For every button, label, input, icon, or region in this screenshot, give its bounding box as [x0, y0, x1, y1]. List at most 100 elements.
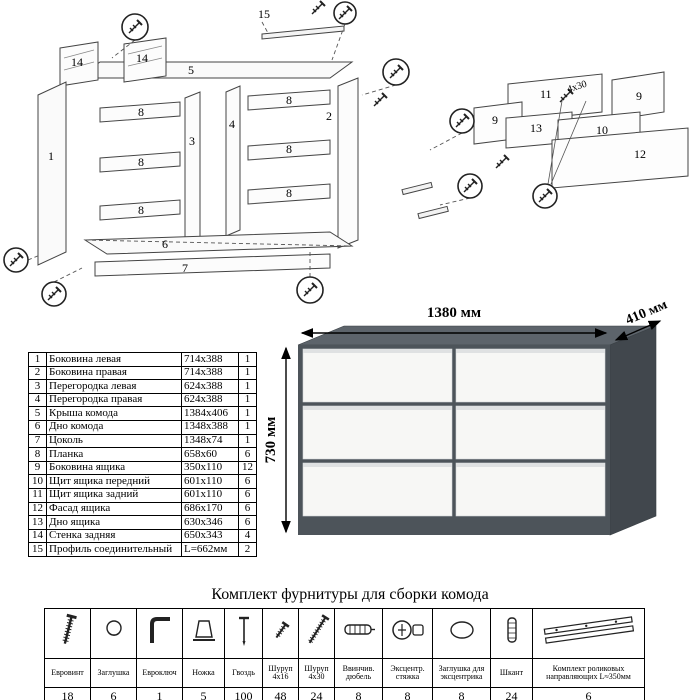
hexkey-icon	[149, 617, 170, 643]
part-label: 11	[540, 87, 552, 101]
hw-icon-cell	[224, 608, 263, 659]
part-size: 601x110	[181, 487, 239, 503]
hw-qty: 48	[262, 687, 299, 700]
hw-icon-cell	[298, 608, 335, 659]
hw-icon-cell	[44, 608, 91, 659]
cam-cover-icon	[449, 621, 474, 639]
part-qty: 1	[238, 433, 257, 449]
exploded-diagram: 15 14 14 5 1 8 3 4 2 8 8 8 8 8 6 7 11 9 …	[3, 0, 689, 307]
part-size: 658x60	[181, 447, 239, 462]
hw-icon-cell	[334, 608, 383, 659]
hw-name: Шкант	[490, 658, 533, 688]
part-label: 9	[636, 89, 642, 103]
dimensions	[281, 320, 662, 534]
drawer-front	[302, 462, 453, 517]
part-num: 7	[28, 433, 47, 449]
hw-icon-cell	[136, 608, 183, 659]
part-size: 601x110	[181, 474, 239, 489]
nail-icon	[238, 616, 249, 646]
part-name: Планка	[46, 447, 182, 462]
part-label: 8	[286, 93, 292, 107]
part-label: 10	[596, 123, 608, 137]
carcass-panels	[37, 25, 359, 277]
part-name: Щит ящика передний	[46, 474, 182, 489]
part-num: 8	[28, 447, 47, 462]
drawer-front	[302, 348, 453, 403]
eccentric-cam-icon	[391, 620, 424, 640]
part-name: Крыша комода	[46, 406, 182, 421]
part-num: 5	[28, 406, 47, 421]
part-label: 8	[138, 203, 144, 217]
hw-name: Комплект роликовых направляющих L≈350мм	[532, 658, 645, 688]
depth-dimension: 410 мм	[624, 300, 670, 328]
hw-qty: 8	[334, 687, 383, 700]
part-size: 714x388	[181, 365, 239, 381]
hw-name: Эксцентр. стяжка	[382, 658, 433, 688]
hw-name: Ножка	[182, 658, 225, 688]
part-label: 1	[48, 149, 54, 163]
part-label: 7	[182, 261, 188, 275]
part-size: 624x388	[181, 392, 239, 408]
roller-guide-parts	[401, 181, 449, 220]
part-label: 2	[326, 109, 332, 123]
part-label: 4	[229, 117, 235, 131]
part-label: 5	[188, 63, 194, 77]
part-qty: 1	[238, 419, 257, 435]
hw-name: Шуруп 4x30	[298, 658, 335, 688]
screw-dowel-icon	[343, 624, 375, 635]
dresser-drawers	[302, 348, 606, 517]
screw-4x16-icon	[275, 621, 290, 639]
part-label: 6	[162, 237, 168, 251]
part-name: Дно ящика	[46, 515, 182, 530]
leader-lines	[27, 21, 471, 283]
part-size: 650x343	[181, 528, 239, 544]
hw-qty: 24	[490, 687, 533, 700]
part-num: 6	[28, 419, 47, 435]
part-qty: 6	[238, 501, 257, 517]
hw-icon-cell	[182, 608, 225, 659]
plug-icon	[105, 620, 122, 636]
part-size: 630x346	[181, 515, 239, 530]
height-dimension: 730 мм	[263, 417, 279, 464]
hardware-title: Комплект фурнитуры для сборки комода	[211, 586, 489, 603]
screw-4x30-icon	[307, 614, 330, 644]
part-name: Боковина правая	[46, 365, 182, 381]
part-label: 8	[286, 186, 292, 200]
part-qty: 1	[238, 352, 257, 367]
part-qty: 6	[238, 474, 257, 489]
hw-icon-cell	[382, 608, 433, 659]
hw-qty: 24	[298, 687, 335, 700]
part-size: 624x388	[181, 379, 239, 394]
part-qty: 6	[238, 447, 257, 462]
hw-name: Евроключ	[136, 658, 183, 688]
screw-icon	[495, 154, 510, 169]
part-num: 4	[28, 392, 47, 408]
screw-icon	[311, 0, 326, 15]
part-name: Щит ящика задний	[46, 487, 182, 503]
part-label: 15	[258, 7, 270, 21]
hw-name: Заглушка для эксцентрика	[432, 658, 491, 688]
hw-icon-cell	[262, 608, 299, 659]
hw-name: Гвоздь	[224, 658, 263, 688]
drawer-front	[302, 405, 453, 460]
part-qty: 12	[238, 460, 257, 476]
part-name: Перегородка правая	[46, 392, 182, 408]
part-label: 14	[136, 51, 148, 65]
hw-qty: 6	[532, 687, 645, 700]
hw-qty: 18	[44, 687, 91, 700]
part-name: Дно комода	[46, 419, 182, 435]
part-name: Фасад ящика	[46, 501, 182, 517]
part-size: L=662мм	[181, 542, 239, 557]
hw-icon-cell	[490, 608, 533, 659]
part-label: 8	[286, 142, 292, 156]
